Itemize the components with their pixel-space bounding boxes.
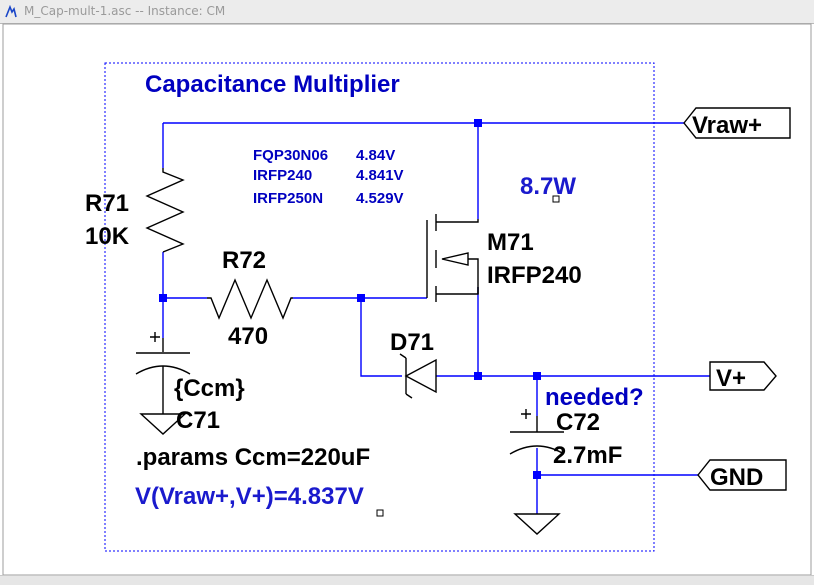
anchor-handle	[552, 195, 560, 203]
capacitor-c72[interactable]	[509, 409, 565, 455]
params-directive[interactable]: .params Ccm=220uF	[136, 444, 370, 471]
m71-value: IRFP240	[487, 262, 582, 289]
mosfet-body-lead	[468, 258, 479, 294]
r72-ref: R72	[222, 247, 266, 274]
cap-plate-curve	[509, 445, 565, 455]
note-model: FQP30N06	[253, 147, 328, 164]
port-label-vraw: Vraw+	[692, 112, 762, 139]
diode-d71[interactable]	[399, 353, 437, 399]
plus-icon	[150, 332, 160, 342]
c72-ref: C72	[556, 409, 600, 436]
port-label-vplus: V+	[716, 365, 746, 392]
power-readout[interactable]: 8.7W	[520, 173, 576, 200]
resistor-r71[interactable]	[145, 168, 185, 253]
mosfet-m71[interactable]	[426, 214, 479, 302]
d71-ref: D71	[390, 329, 434, 356]
r71-value: 10K	[85, 223, 130, 250]
port-flag-vraw[interactable]	[683, 107, 791, 139]
component-labels: R71 10K R72 470 M71 IRFP240 D71 {Ccm} C7…	[85, 190, 622, 471]
port-label-gnd: GND	[710, 464, 763, 491]
title-bar[interactable]: M_Cap-mult-1.asc -- Instance: CM	[0, 0, 814, 24]
junction-dot	[357, 294, 365, 302]
ltspice-icon	[5, 5, 17, 18]
port-flag-gnd[interactable]	[697, 459, 787, 491]
c71-value: {Ccm}	[174, 375, 245, 402]
anchor-handle	[376, 509, 384, 517]
resistor-r72[interactable]	[207, 278, 293, 320]
horizontal-scrollbar[interactable]	[0, 575, 814, 585]
c71-ref: C71	[176, 407, 220, 434]
junction-dot	[159, 294, 167, 302]
model-notes: FQP30N06 4.84V IRFP240 4.841V IRFP250N 4…	[253, 147, 404, 207]
diode-bar-hooks	[399, 353, 413, 399]
junctions	[159, 119, 541, 479]
note-model: IRFP250N	[253, 190, 323, 207]
capacitor-c71[interactable]	[135, 332, 191, 414]
port-labels: Vraw+ V+ GND	[692, 112, 763, 491]
measurement-readout[interactable]: V(Vraw+,V+)=4.837V	[135, 483, 364, 510]
block-frame	[104, 62, 655, 552]
note-value: 4.841V	[356, 167, 404, 184]
comment-needed[interactable]: needed?	[545, 384, 644, 411]
junction-dot	[474, 372, 482, 380]
canvas-border	[2, 23, 812, 576]
c72-value: 2.7mF	[553, 442, 622, 469]
r72-value: 470	[228, 323, 268, 350]
ground-icon	[139, 413, 187, 435]
wire-diode-cathode	[360, 298, 402, 377]
note-model: IRFP240	[253, 167, 312, 184]
r71-ref: R71	[85, 190, 129, 217]
junction-dot	[533, 372, 541, 380]
junction-dot	[474, 119, 482, 127]
m71-ref: M71	[487, 229, 534, 256]
note-value: 4.84V	[356, 147, 395, 164]
mosfet-drain-lead	[436, 219, 479, 223]
junction-dot	[533, 471, 541, 479]
diode-triangle	[404, 358, 437, 394]
port-flag-vplus[interactable]	[709, 361, 777, 391]
ground-icon	[513, 513, 561, 535]
plus-icon	[521, 409, 531, 419]
mosfet-arrow	[441, 252, 469, 266]
box-title: Capacitance Multiplier	[145, 71, 400, 98]
window-title: M_Cap-mult-1.asc -- Instance: CM	[24, 4, 226, 18]
note-value: 4.529V	[356, 190, 404, 207]
